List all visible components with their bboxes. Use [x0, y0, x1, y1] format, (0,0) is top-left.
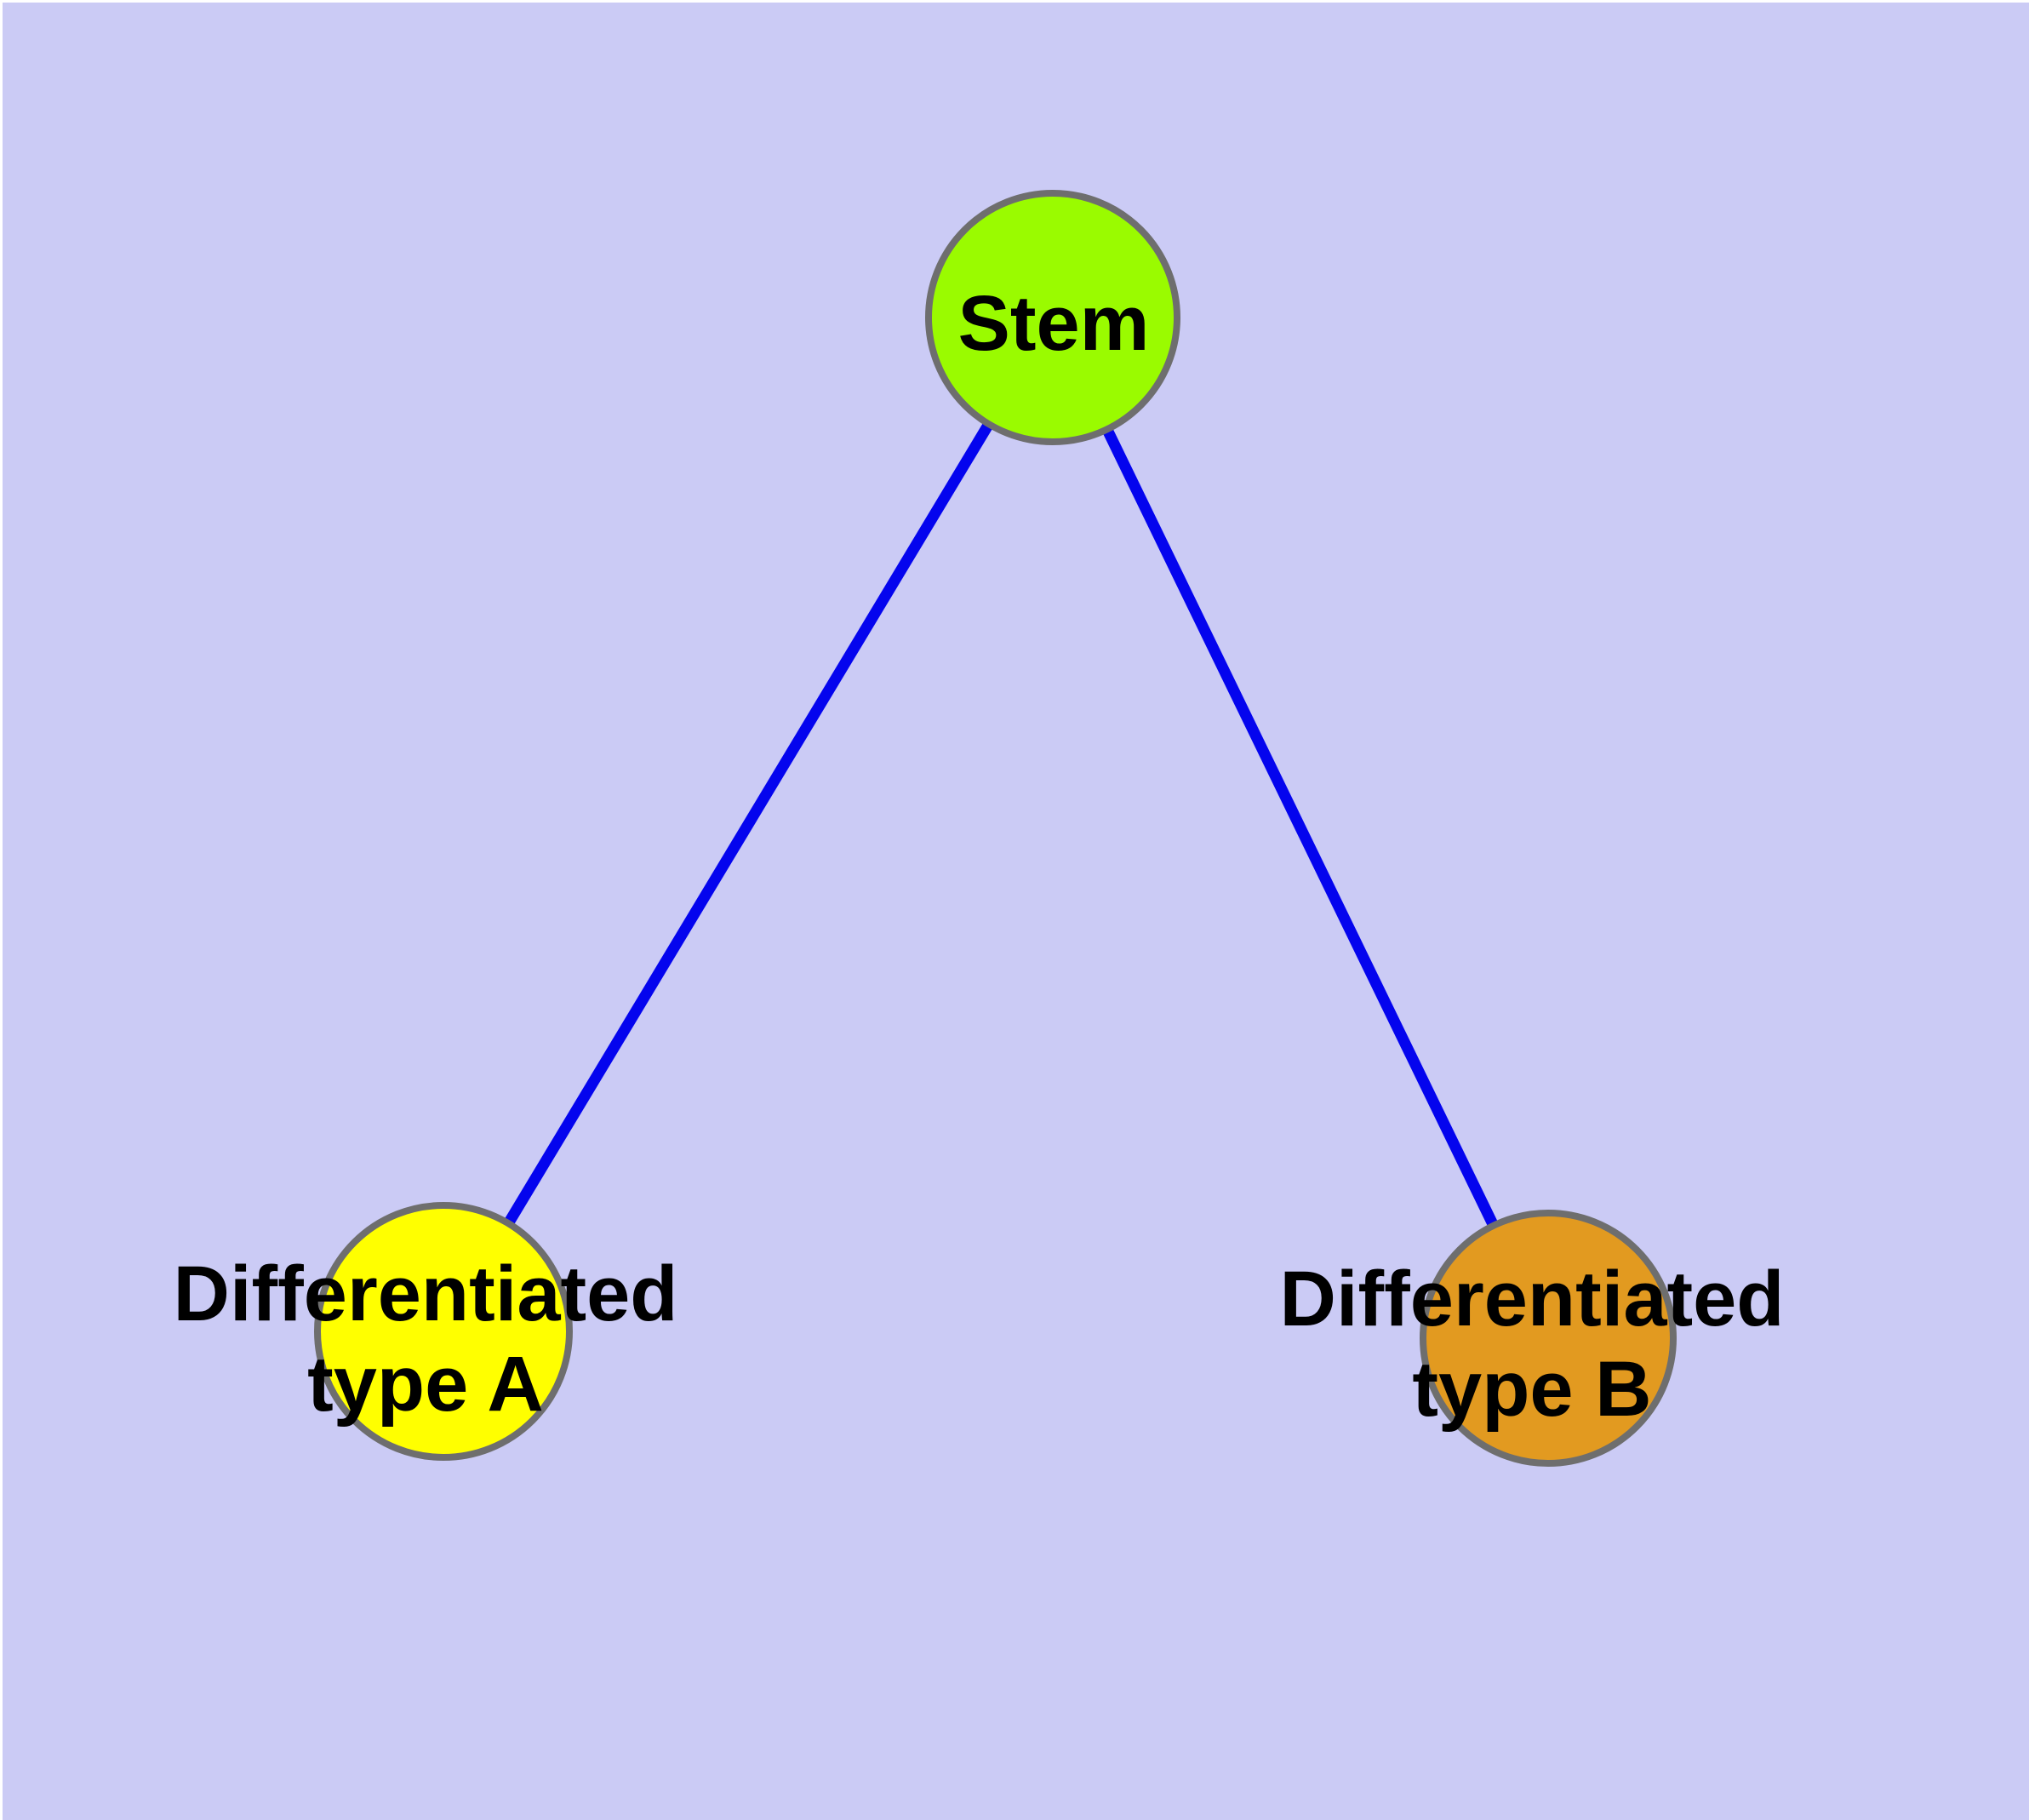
node-stem-label: Stem	[958, 280, 1150, 367]
node-differentiated-type-b	[1420, 1210, 1677, 1467]
node-type-a-label-line2: type A	[307, 1341, 544, 1428]
edge-stem-to-type-a	[438, 314, 1058, 1335]
node-type-b-label-line2: type B	[1412, 1346, 1651, 1433]
edge-stem-to-type-b	[1048, 315, 1553, 1341]
node-differentiated-type-a	[314, 1202, 573, 1461]
node-stem	[925, 190, 1180, 445]
node-type-a-label-line1: Differentiated	[174, 1251, 678, 1337]
node-type-b-label-line1: Differentiated	[1280, 1256, 1785, 1342]
